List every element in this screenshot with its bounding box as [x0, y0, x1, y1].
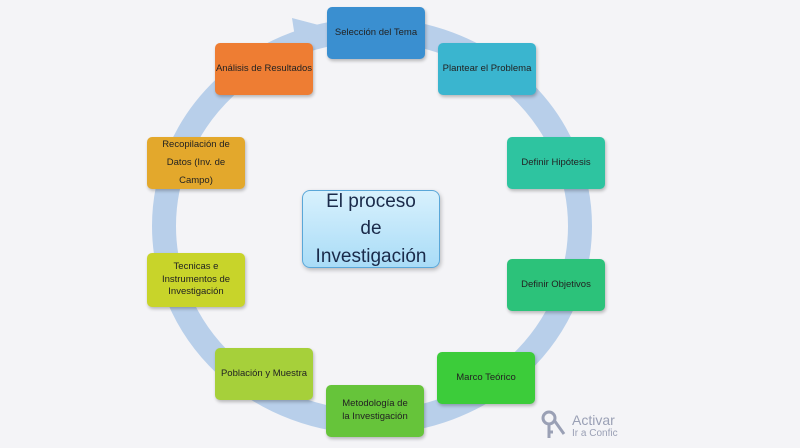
step-marco-teorico: Marco Teórico [437, 352, 535, 404]
step-label: Tecnicas e Instrumentos de Investigación [161, 260, 231, 298]
watermark-line2: Ir a Confic [572, 427, 618, 439]
step-metodologia: Metodología de la Investigación [326, 385, 424, 437]
step-label: Metodología de la Investigación [342, 398, 408, 422]
step-seleccion-tema: Selección del Tema [327, 7, 425, 59]
center-title: El proceso de Investigación [302, 190, 440, 268]
step-label: Marco Teórico [456, 371, 516, 383]
step-label: Definir Objetivos [521, 278, 591, 290]
step-definir-objetivos: Definir Objetivos [507, 259, 605, 311]
step-analisis-resultados: Análisis de Resultados [215, 43, 313, 95]
step-definir-hipotesis: Definir Hipótesis [507, 137, 605, 189]
center-title-text: El proceso de Investigación [315, 190, 427, 267]
step-recopilacion-datos: Recopilación de Datos (Inv. de Campo) [147, 137, 245, 189]
step-tecnicas-instrumentos: Tecnicas e Instrumentos de Investigación [147, 253, 245, 307]
step-label: Recopilación de Datos (Inv. de Campo) [162, 138, 230, 187]
step-label: Análisis de Resultados [215, 62, 313, 74]
step-label: Plantear el Problema [442, 62, 532, 74]
step-poblacion-muestra: Población y Muestra [215, 348, 313, 400]
cycle-arrow-head [292, 18, 330, 44]
watermark-line1: Activar [572, 411, 615, 428]
key-icon [541, 410, 566, 438]
step-plantear-problema: Plantear el Problema [438, 43, 536, 95]
step-label: Selección del Tema [334, 26, 418, 38]
step-label: Definir Hipótesis [521, 156, 591, 168]
step-label: Población y Muestra [220, 367, 308, 379]
